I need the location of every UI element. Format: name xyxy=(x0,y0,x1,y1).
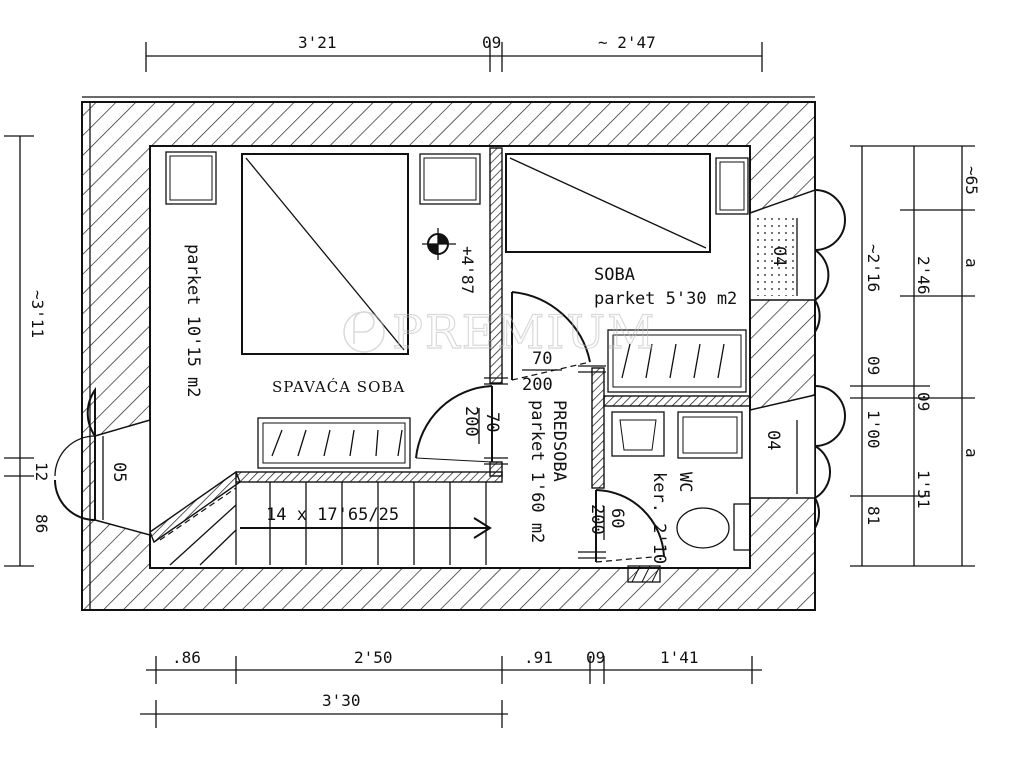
dim-right-inner-2: 09 xyxy=(864,356,883,375)
wc-door-height: 200 xyxy=(587,504,607,535)
wc-name: WC xyxy=(675,472,695,492)
watermark-text: PREMIUM xyxy=(392,305,656,359)
dim-right-mid-2: 09 xyxy=(914,392,933,411)
bottom-dimension-line xyxy=(140,656,762,728)
right-window-bottom-label: 04 xyxy=(763,430,783,450)
wc-fixtures xyxy=(611,411,751,583)
dim-right-outer-2: a xyxy=(962,258,981,268)
level-marker-icon xyxy=(422,228,456,260)
wc-door-width: 60 xyxy=(607,508,627,528)
bedroom-name: SPAVAĆA SOBA xyxy=(272,378,405,396)
interior-partitions xyxy=(149,147,751,544)
dim-right-outer-3: a xyxy=(962,448,981,458)
dim-left-2: 12 xyxy=(32,462,51,481)
dim-bottom-1: .86 xyxy=(172,648,201,667)
dim-right-mid-1: 2'46 xyxy=(914,256,933,295)
stair-label: 14 x 17'65/25 xyxy=(266,505,399,525)
right-dimension-lines xyxy=(850,145,975,567)
hall-door-width: 70 xyxy=(532,349,552,369)
wc-floor: ker. 2'10 xyxy=(649,472,669,564)
hall-name: PREDSOBA xyxy=(549,400,569,482)
dim-top-3: ~ 2'47 xyxy=(598,33,656,52)
exterior-walls xyxy=(81,96,816,611)
dim-bottom-4: 09 xyxy=(586,648,605,667)
windows xyxy=(54,189,846,529)
dim-right-inner-3: 1'00 xyxy=(864,410,883,449)
bedroom-door-height: 200 xyxy=(461,406,481,437)
watermark-logo: PREMIUM xyxy=(343,304,656,360)
bedroom-floor: parket 10'15 m2 xyxy=(183,244,203,398)
room-furniture xyxy=(505,153,749,393)
doors xyxy=(415,291,665,563)
room-name: SOBA xyxy=(594,265,635,285)
dim-bottom-2: 2'50 xyxy=(354,648,393,667)
hall-door-height: 200 xyxy=(522,375,553,395)
dim-left-1: ~3'11 xyxy=(28,290,47,338)
left-window-label: 05 xyxy=(109,462,129,482)
top-dimension-line xyxy=(145,42,763,72)
dim-bottom-5: 1'41 xyxy=(660,648,699,667)
dim-right-mid-3: 1'51 xyxy=(914,470,933,509)
level-value: +4'87 xyxy=(458,246,477,294)
bedroom-door-width: 70 xyxy=(482,412,502,432)
staircase xyxy=(159,482,492,566)
left-dimension-line xyxy=(4,135,34,567)
dim-right-inner-1: ~2'16 xyxy=(864,244,883,292)
dim-top-2: 09 xyxy=(482,33,501,52)
dim-left-3: 86 xyxy=(32,514,51,533)
dim-right-outer-1: ~65 xyxy=(962,166,981,195)
dim-bottom-total: 3'30 xyxy=(322,691,361,710)
dim-top-1: 3'21 xyxy=(298,33,337,52)
room-floor: parket 5'30 m2 xyxy=(594,289,737,309)
right-window-top-label: 04 xyxy=(769,246,789,266)
dim-bottom-3: .91 xyxy=(524,648,553,667)
dim-right-inner-4: 81 xyxy=(864,506,883,525)
hall-floor: parket 1'60 m2 xyxy=(527,400,547,543)
